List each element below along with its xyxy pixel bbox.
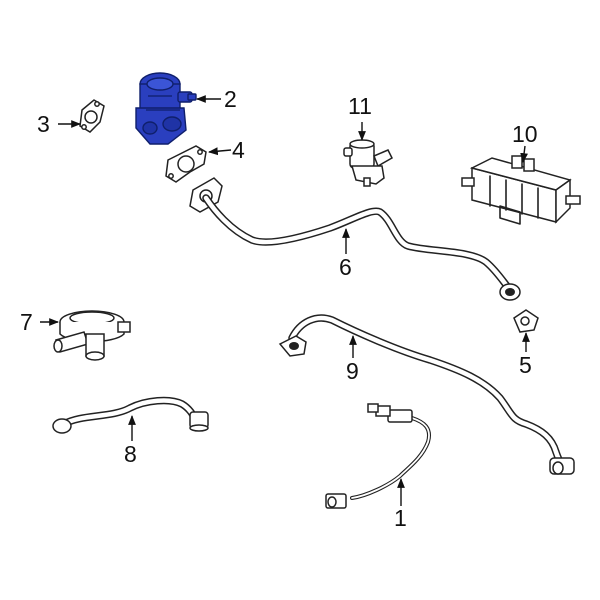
callout-2: 2 xyxy=(224,86,237,112)
callout-leaders xyxy=(40,95,530,506)
part-4-gasket[interactable] xyxy=(165,145,207,183)
part-2-valve[interactable] xyxy=(135,72,197,145)
callout-4: 4 xyxy=(232,137,245,163)
leader-10 xyxy=(520,145,528,163)
callout-5: 5 xyxy=(519,352,532,378)
part-9-tube[interactable] xyxy=(278,314,575,475)
part-7-valve[interactable] xyxy=(53,310,131,361)
callout-9: 9 xyxy=(346,358,359,384)
part-6-tube[interactable] xyxy=(189,177,521,301)
callout-8: 8 xyxy=(124,441,137,467)
leader-4 xyxy=(208,147,232,156)
part-1-sensor[interactable] xyxy=(325,403,431,509)
callout-1: 1 xyxy=(394,505,407,531)
part-11-valve[interactable] xyxy=(343,139,393,187)
callout-6: 6 xyxy=(339,254,352,280)
callout-3: 3 xyxy=(37,111,50,137)
callout-11: 11 xyxy=(348,93,372,119)
part-5-gasket[interactable] xyxy=(513,309,539,333)
part-10-canister[interactable] xyxy=(461,155,581,225)
callout-labels: 2 3 4 11 10 6 5 7 9 8 1 xyxy=(20,86,538,531)
callout-10: 10 xyxy=(512,121,538,147)
part-3-gasket[interactable] xyxy=(79,99,105,133)
part-8-tube[interactable] xyxy=(52,396,209,434)
callout-7: 7 xyxy=(20,309,33,335)
